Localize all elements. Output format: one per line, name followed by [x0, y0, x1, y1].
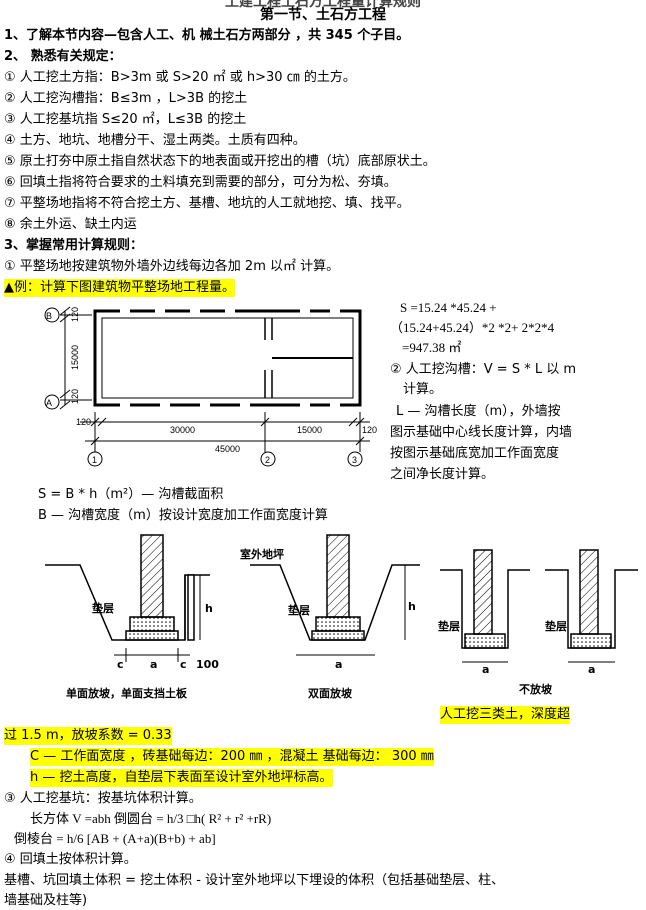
trench-length-def-3: 按图示基础底宽加工作面宽度: [390, 446, 560, 461]
dim-right-120: 120: [362, 425, 377, 435]
dim-15000-vertical: 15000: [70, 345, 80, 370]
rule-item: ① 人工挖土方指：B>3m 或 S>20 ㎡ 或 h>30 ㎝ 的土方。: [4, 70, 356, 85]
dim-100: 100: [196, 658, 219, 671]
rule-item: ⑤ 原土打夯中原土指自然状态下的地表面或开挖出的槽（坑）底部原状土。: [4, 154, 436, 169]
work-face-def: C — 工作面宽度 ，砖基础每边：200 ㎜ ，混凝土 基础每边： 300 ㎜: [30, 748, 434, 766]
dim-a-2: a: [335, 658, 342, 671]
rule-item: ③ 人工挖基坑指 S≤20 ㎡，L≤3B 的挖土: [4, 112, 247, 127]
cushion-label-3: 垫层: [438, 619, 460, 633]
dim-a-1: a: [150, 658, 157, 671]
axis-b-label: B: [46, 311, 52, 321]
outdoor-grade-label: 室外地坪: [240, 547, 284, 561]
rule-1: ① 平整场地按建筑物外墙外边线每边各加 2m 以㎡ 计算。: [4, 259, 340, 274]
section-1: 1、了解本节内容—包含人工、机 械土石方两部分 ，共 345 个子目。: [4, 28, 410, 43]
rule-item: ④ 土方、地坑、地槽分干、湿土两类。土质有四种。: [4, 133, 306, 148]
axis-1-label: 1: [92, 455, 97, 465]
page-title: 第一节、土石方工程: [260, 7, 386, 23]
axis-2-label: 2: [265, 455, 270, 465]
cushion-label-1: 垫层: [92, 601, 114, 615]
calc-line-1: S =15.24 *45.24 +: [400, 300, 497, 315]
note-line-2: 过 1.5 m，放坡系数 = 0.33: [4, 727, 172, 745]
cut-top-line: 土建工程土石方工程量计算规则: [225, 0, 421, 10]
pit-rule: ③ 人工挖基坑：按基坑体积计算。: [4, 791, 202, 806]
dim-15000: 15000: [297, 425, 322, 435]
caption-no-slope: 不放坡: [519, 682, 553, 696]
dim-30000: 30000: [170, 425, 195, 435]
dim-a-3: a: [482, 663, 489, 676]
caption-double-slope: 双面放坡: [308, 686, 353, 700]
dim-h-1: h: [205, 602, 213, 615]
note-line-1: 人工挖三类土，深度超: [440, 706, 571, 724]
section-2: 2、 熟悉有关规定：: [4, 49, 122, 64]
rule-item: ⑦ 平整场地指将不符合挖土方、基槽、地坑的人工就地挖、填、找平。: [4, 196, 410, 211]
backfill-def-2: 墙基础及柱等): [4, 893, 88, 908]
calc-line-2: （15.24+45.24）*2 *2+ 2*2*4: [390, 320, 555, 335]
dim-left-120: 120: [76, 417, 91, 427]
dim-top-120: 120: [70, 307, 80, 322]
cushion-label-4: 垫层: [545, 619, 567, 633]
calc-line-3: =947.38 ㎡: [402, 340, 462, 355]
trench-length-def: L — 沟槽长度（m），外墙按: [396, 404, 561, 419]
trench-rule: ② 人工挖沟槽：V = S * L 以 m: [390, 362, 577, 377]
dim-bottom-120: 120: [70, 389, 80, 404]
dim-h-2: h: [408, 600, 416, 613]
trench-rule-cont: 计算。: [403, 382, 443, 397]
section-3: 3、掌握常用计算规则：: [4, 238, 144, 253]
dim-45000: 45000: [215, 444, 240, 454]
dim-c-left: c: [117, 658, 124, 671]
formula-1: 长方体 V =abh 倒圆台 = h/3 □h( R² + r² +rR): [30, 811, 272, 826]
trench-length-def-2: 图示基础中心线长度计算，内墙: [390, 425, 573, 440]
section-area-def: S = B * h（m²）— 沟槽截面积: [38, 487, 224, 502]
axis-a-label: A: [46, 398, 52, 408]
dim-a-4: a: [588, 663, 595, 676]
example-label: ▲例：计算下图建筑物平整场地工程量。: [4, 279, 235, 297]
depth-def: h — 挖土高度，自垫层下表面至设计室外地坪标高。: [30, 769, 333, 787]
axis-3-label: 3: [352, 455, 357, 465]
trench-length-def-4: 之间净长度计算。: [390, 467, 495, 482]
rule-item: ⑧ 余土外运、缺土内运: [4, 217, 137, 232]
formula-2: 倒棱台 = h/6 [AB + (A+a)(B+b) + ab]: [14, 831, 216, 846]
backfill-rule: ④ 回填土按体积计算。: [4, 852, 137, 867]
caption-single-slope: 单面放坡，单面支挡土板: [66, 686, 188, 700]
rule-item: ② 人工挖沟槽指：B≤3m ，L>3B 的挖土: [4, 91, 248, 106]
rule-item: ⑥ 回填土指将符合要求的土料填充到需要的部分，可分为松、夯填。: [4, 175, 397, 190]
backfill-def-1: 基槽、坑回填土体积 = 挖土体积 - 设计室外地坪以下埋设的体积（包括基础垫层、…: [4, 873, 505, 888]
dim-c-right: c: [180, 658, 187, 671]
cushion-label-2: 垫层: [288, 603, 310, 617]
trench-width-def: B — 沟槽宽度（m）按设计宽度加工作面宽度计算: [38, 508, 328, 523]
